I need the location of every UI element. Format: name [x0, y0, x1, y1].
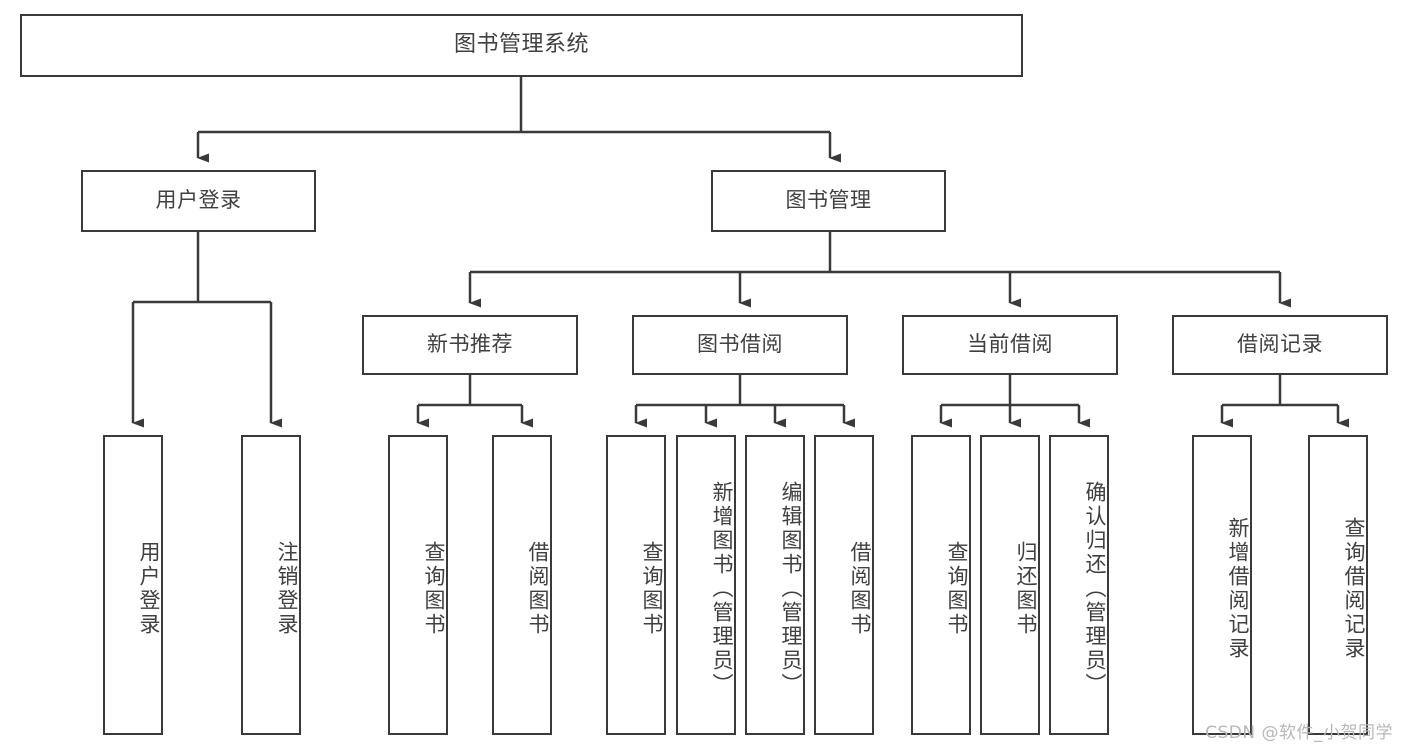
node-leaf-logout[interactable]: 注销登录: [241, 435, 301, 735]
node-leaf-add-borrow-record-label: 新增借阅记录: [1226, 517, 1250, 661]
node-root-system-label: 图书管理系统: [453, 32, 589, 58]
node-book-borrow-label: 图书借阅: [697, 332, 783, 357]
node-leaf-query-book-current[interactable]: 查询图书: [911, 435, 971, 735]
node-leaf-add-book-admin-label: 新增图书（管理员）: [710, 481, 734, 697]
node-leaf-query-borrow-record-label: 查询借阅记录: [1342, 517, 1366, 661]
node-leaf-logout-label: 注销登录: [275, 541, 299, 637]
node-leaf-return-book[interactable]: 归还图书: [980, 435, 1040, 735]
node-leaf-borrow-book[interactable]: 借阅图书: [814, 435, 874, 735]
node-book-borrow[interactable]: 图书借阅: [632, 315, 848, 375]
node-book-management-label: 图书管理: [785, 188, 872, 213]
node-new-book-recommend[interactable]: 新书推荐: [362, 315, 578, 375]
node-root-system[interactable]: 图书管理系统: [20, 14, 1023, 77]
watermark: CSDN @软件_小贺同学: [1205, 723, 1393, 743]
node-leaf-borrow-book-label: 借阅图书: [848, 541, 872, 637]
node-leaf-edit-book-admin-label: 编辑图书（管理员）: [779, 481, 803, 697]
node-leaf-add-borrow-record[interactable]: 新增借阅记录: [1192, 435, 1252, 735]
node-leaf-confirm-return-admin-label: 确认归还（管理员）: [1083, 481, 1107, 697]
node-leaf-return-book-label: 归还图书: [1014, 541, 1038, 637]
node-borrow-record-label: 借阅记录: [1237, 332, 1323, 357]
node-leaf-query-book-borrow[interactable]: 查询图书: [606, 435, 666, 735]
node-leaf-borrow-book-recommend-label: 借阅图书: [526, 541, 550, 637]
node-new-book-recommend-label: 新书推荐: [427, 332, 513, 357]
node-leaf-edit-book-admin[interactable]: 编辑图书（管理员）: [745, 435, 805, 735]
node-leaf-borrow-book-recommend[interactable]: 借阅图书: [492, 435, 552, 735]
node-leaf-query-book-current-label: 查询图书: [945, 541, 969, 637]
node-user-login-label: 用户登录: [155, 188, 242, 213]
node-leaf-add-book-admin[interactable]: 新增图书（管理员）: [676, 435, 736, 735]
node-current-borrow[interactable]: 当前借阅: [902, 315, 1118, 375]
node-leaf-user-login[interactable]: 用户登录: [103, 435, 163, 735]
node-leaf-query-book-recommend-label: 查询图书: [422, 541, 446, 637]
node-borrow-record[interactable]: 借阅记录: [1172, 315, 1388, 375]
node-leaf-query-book-borrow-label: 查询图书: [640, 541, 664, 637]
node-current-borrow-label: 当前借阅: [967, 332, 1053, 357]
node-leaf-query-borrow-record[interactable]: 查询借阅记录: [1308, 435, 1368, 735]
node-book-management[interactable]: 图书管理: [711, 170, 946, 232]
node-leaf-confirm-return-admin[interactable]: 确认归还（管理员）: [1049, 435, 1109, 735]
node-leaf-user-login-label: 用户登录: [137, 541, 161, 637]
node-leaf-query-book-recommend[interactable]: 查询图书: [388, 435, 448, 735]
node-user-login[interactable]: 用户登录: [81, 170, 316, 232]
